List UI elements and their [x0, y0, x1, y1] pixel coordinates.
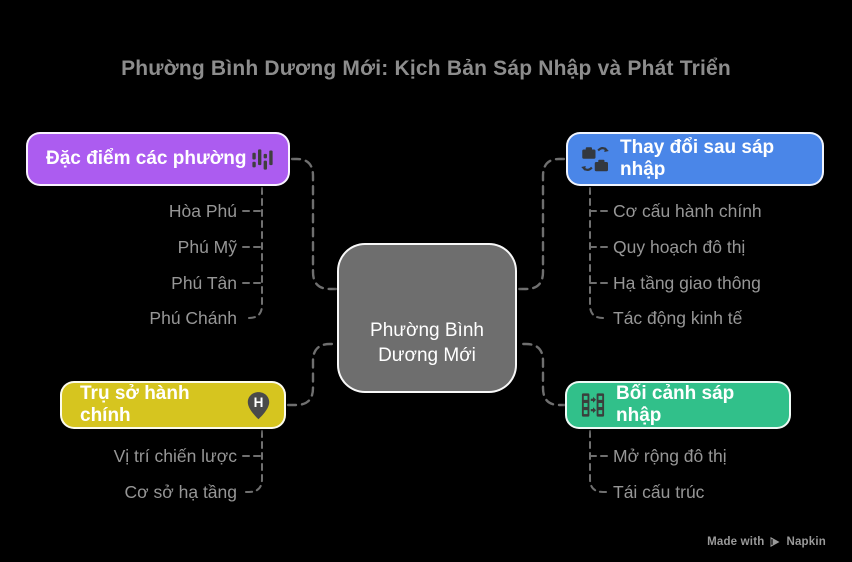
location-pin-icon: H: [243, 390, 274, 421]
branch-tru-so-hanh-chinh: Trụ sở hành chính H: [60, 381, 286, 429]
item-quy-hoach-do-thi: Quy hoạch đô thị: [613, 237, 746, 257]
briefcase-swap-icon: [580, 144, 610, 174]
made-with-text: Made with: [707, 536, 765, 548]
tree-topright: [589, 187, 609, 319]
tree-bottomleft: [243, 430, 263, 493]
film-transfer-icon: [579, 391, 607, 419]
item-mo-rong-do-thi: Mở rộng đô thị: [613, 446, 727, 466]
item-vi-tri-chien-luoc: Vị trí chiến lược: [113, 446, 237, 466]
branch-dac-diem-cac-phuong: Đặc điểm các phường: [26, 132, 290, 186]
branch-thay-doi-sau-sap-nhap: Thay đổi sau sáp nhập: [566, 132, 824, 186]
branch-label: Trụ sở hành chính: [80, 383, 190, 426]
branch-label: Đặc điểm các phường: [46, 148, 247, 169]
branch-label: Bối cảnh sáp nhập: [616, 383, 735, 426]
napkin-logo-icon: [769, 536, 781, 548]
napkin-brand-text: Napkin: [786, 536, 826, 548]
item-co-so-ha-tang: Cơ sở hạ tầng: [124, 482, 237, 502]
branch-label: Thay đổi sau sáp nhập: [620, 137, 775, 180]
item-phu-my: Phú Mỹ: [177, 237, 237, 257]
item-co-cau-hanh-chinh: Cơ cấu hành chính: [613, 201, 762, 221]
item-tac-dong-kinh-te: Tác động kinh tế: [613, 308, 743, 328]
napkin-credit[interactable]: Made with Napkin: [707, 536, 826, 548]
central-node: Phường Bình Dương Mới: [337, 243, 517, 393]
tree-bottomright: [589, 430, 609, 493]
item-phu-chanh: Phú Chánh: [149, 308, 237, 328]
connector-bottomright-to-center: [516, 342, 569, 407]
diagram-title: Phường Bình Dương Mới: Kịch Bản Sáp Nhập…: [121, 57, 731, 80]
central-node-label: Phường Bình Dương Mới: [370, 320, 484, 366]
connector-topright-to-center: [516, 157, 566, 291]
connector-bottomleft-to-center: [286, 342, 338, 407]
candlestick-chart-icon: [249, 146, 276, 173]
item-hoa-phu: Hòa Phú: [168, 201, 237, 221]
branch-boi-canh-sap-nhap: Bối cảnh sáp nhập: [565, 381, 791, 429]
svg-text:H: H: [254, 395, 264, 410]
tree-topleft: [243, 187, 263, 319]
item-ha-tang-giao-thong: Hạ tầng giao thông: [613, 273, 761, 293]
connector-topleft-to-center: [290, 157, 338, 291]
item-tai-cau-truc: Tái cấu trúc: [613, 482, 705, 502]
item-phu-tan: Phú Tân: [171, 273, 237, 293]
